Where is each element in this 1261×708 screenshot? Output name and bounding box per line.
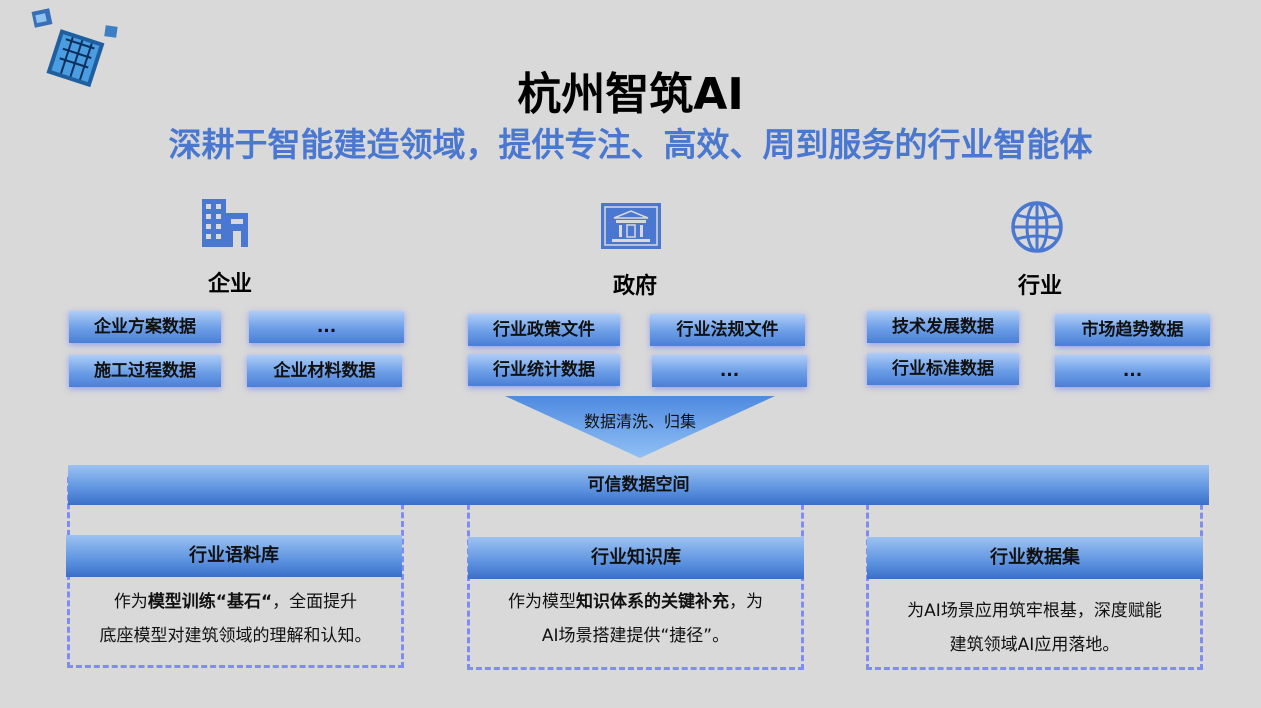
category-label-government: 政府 <box>612 274 657 299</box>
output-title-knowledge: 行业知识库 <box>468 537 804 579</box>
page-subtitle: 深耕于智能建造领域，提供专注、高效、周到服务的行业智能体 <box>168 125 1093 164</box>
data-source-pill: 行业标准数据 <box>867 353 1019 385</box>
output-description-corpus: 作为模型训练“基石“，全面提升 底座模型对建筑领域的理解和认知。 <box>99 592 372 646</box>
data-source-pill: 行业政策文件 <box>468 314 620 346</box>
data-source-pill: 企业方案数据 <box>69 311 221 343</box>
globe-icon <box>1011 201 1063 253</box>
government-icon <box>601 203 661 249</box>
output-title-dataset: 行业数据集 <box>867 537 1203 579</box>
data-source-pill: ... <box>1055 355 1210 387</box>
data-source-pill: 市场趋势数据 <box>1055 314 1210 346</box>
page-title: 杭州智筑AI <box>517 69 744 120</box>
category-label-industry: 行业 <box>1017 274 1062 299</box>
data-source-pill: 企业材料数据 <box>247 355 402 387</box>
output-description-knowledge: 作为模型知识体系的关键补充，为 AI场景搭建提供“捷径”。 <box>508 592 763 646</box>
data-source-pill: 行业统计数据 <box>468 354 620 386</box>
output-title-corpus: 行业语料库 <box>66 535 402 577</box>
data-source-pill: 技术发展数据 <box>867 311 1019 343</box>
category-label-enterprise: 企业 <box>207 272 252 297</box>
data-source-pill: 施工过程数据 <box>69 355 221 387</box>
data-source-pill: ... <box>652 355 807 387</box>
trusted-data-space-bar: 可信数据空间 <box>68 465 1209 505</box>
data-source-pill: 行业法规文件 <box>650 314 805 346</box>
funnel-arrow <box>505 396 775 458</box>
logo-cube-icon <box>31 8 118 88</box>
output-description-dataset: 为AI场景应用筑牢根基，深度赋能 建筑领域AI应用落地。 <box>907 601 1162 655</box>
funnel-label: 数据清洗、归集 <box>583 412 696 431</box>
building-icon <box>202 199 248 247</box>
data-source-pill: ... <box>249 311 404 343</box>
